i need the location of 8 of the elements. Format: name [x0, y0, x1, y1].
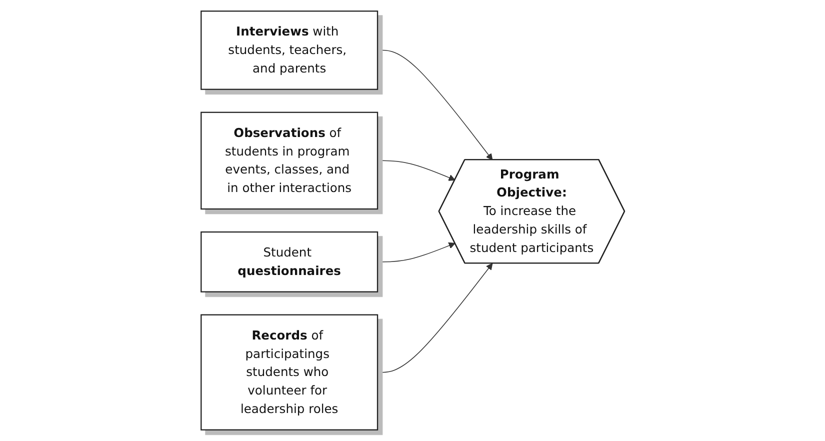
- node-box: Interviews with students, teachers, and parents: [200, 10, 378, 90]
- node-box: Records of participatings students who volunteer for leadership roles: [200, 314, 378, 430]
- arrow: [376, 242, 456, 262]
- arrow: [376, 263, 492, 373]
- arrow: [376, 160, 456, 181]
- node-box: Student questionnaires: [200, 231, 378, 292]
- node-box: Observations of students in program events, classes, and in other interactions: [200, 112, 378, 210]
- arrow: [376, 50, 492, 160]
